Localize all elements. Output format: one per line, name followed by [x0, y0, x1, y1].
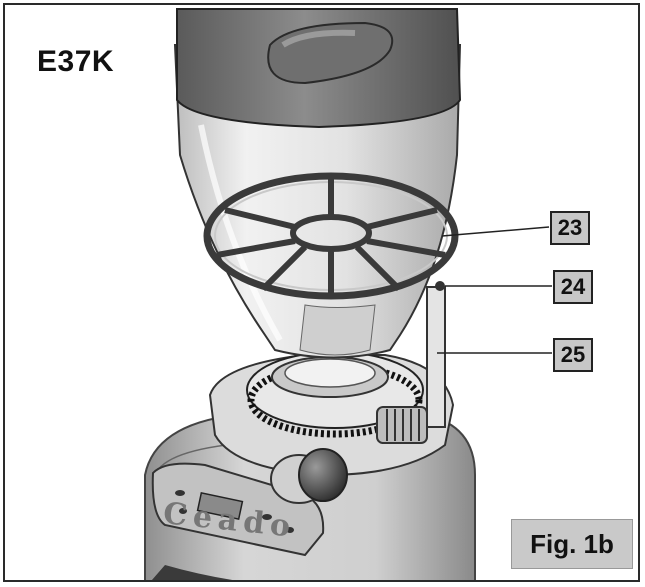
leader-lines: [437, 226, 552, 354]
hopper-support-post: [426, 281, 446, 428]
callout-23: 23: [550, 211, 590, 245]
grind-collar: [208, 351, 455, 477]
bean-grid: [203, 172, 459, 300]
callout-24: 24: [553, 270, 593, 304]
figure-label: Fig. 1b: [511, 519, 633, 569]
callout-25: 25: [553, 338, 593, 372]
hopper-lid: [176, 8, 462, 129]
adjustment-knob: [270, 448, 348, 504]
figure-frame: E37K 23 24 25 Ceado Fig. 1b: [3, 3, 640, 582]
model-label: E37K: [37, 45, 115, 78]
grinder-illustration: [144, 8, 552, 580]
